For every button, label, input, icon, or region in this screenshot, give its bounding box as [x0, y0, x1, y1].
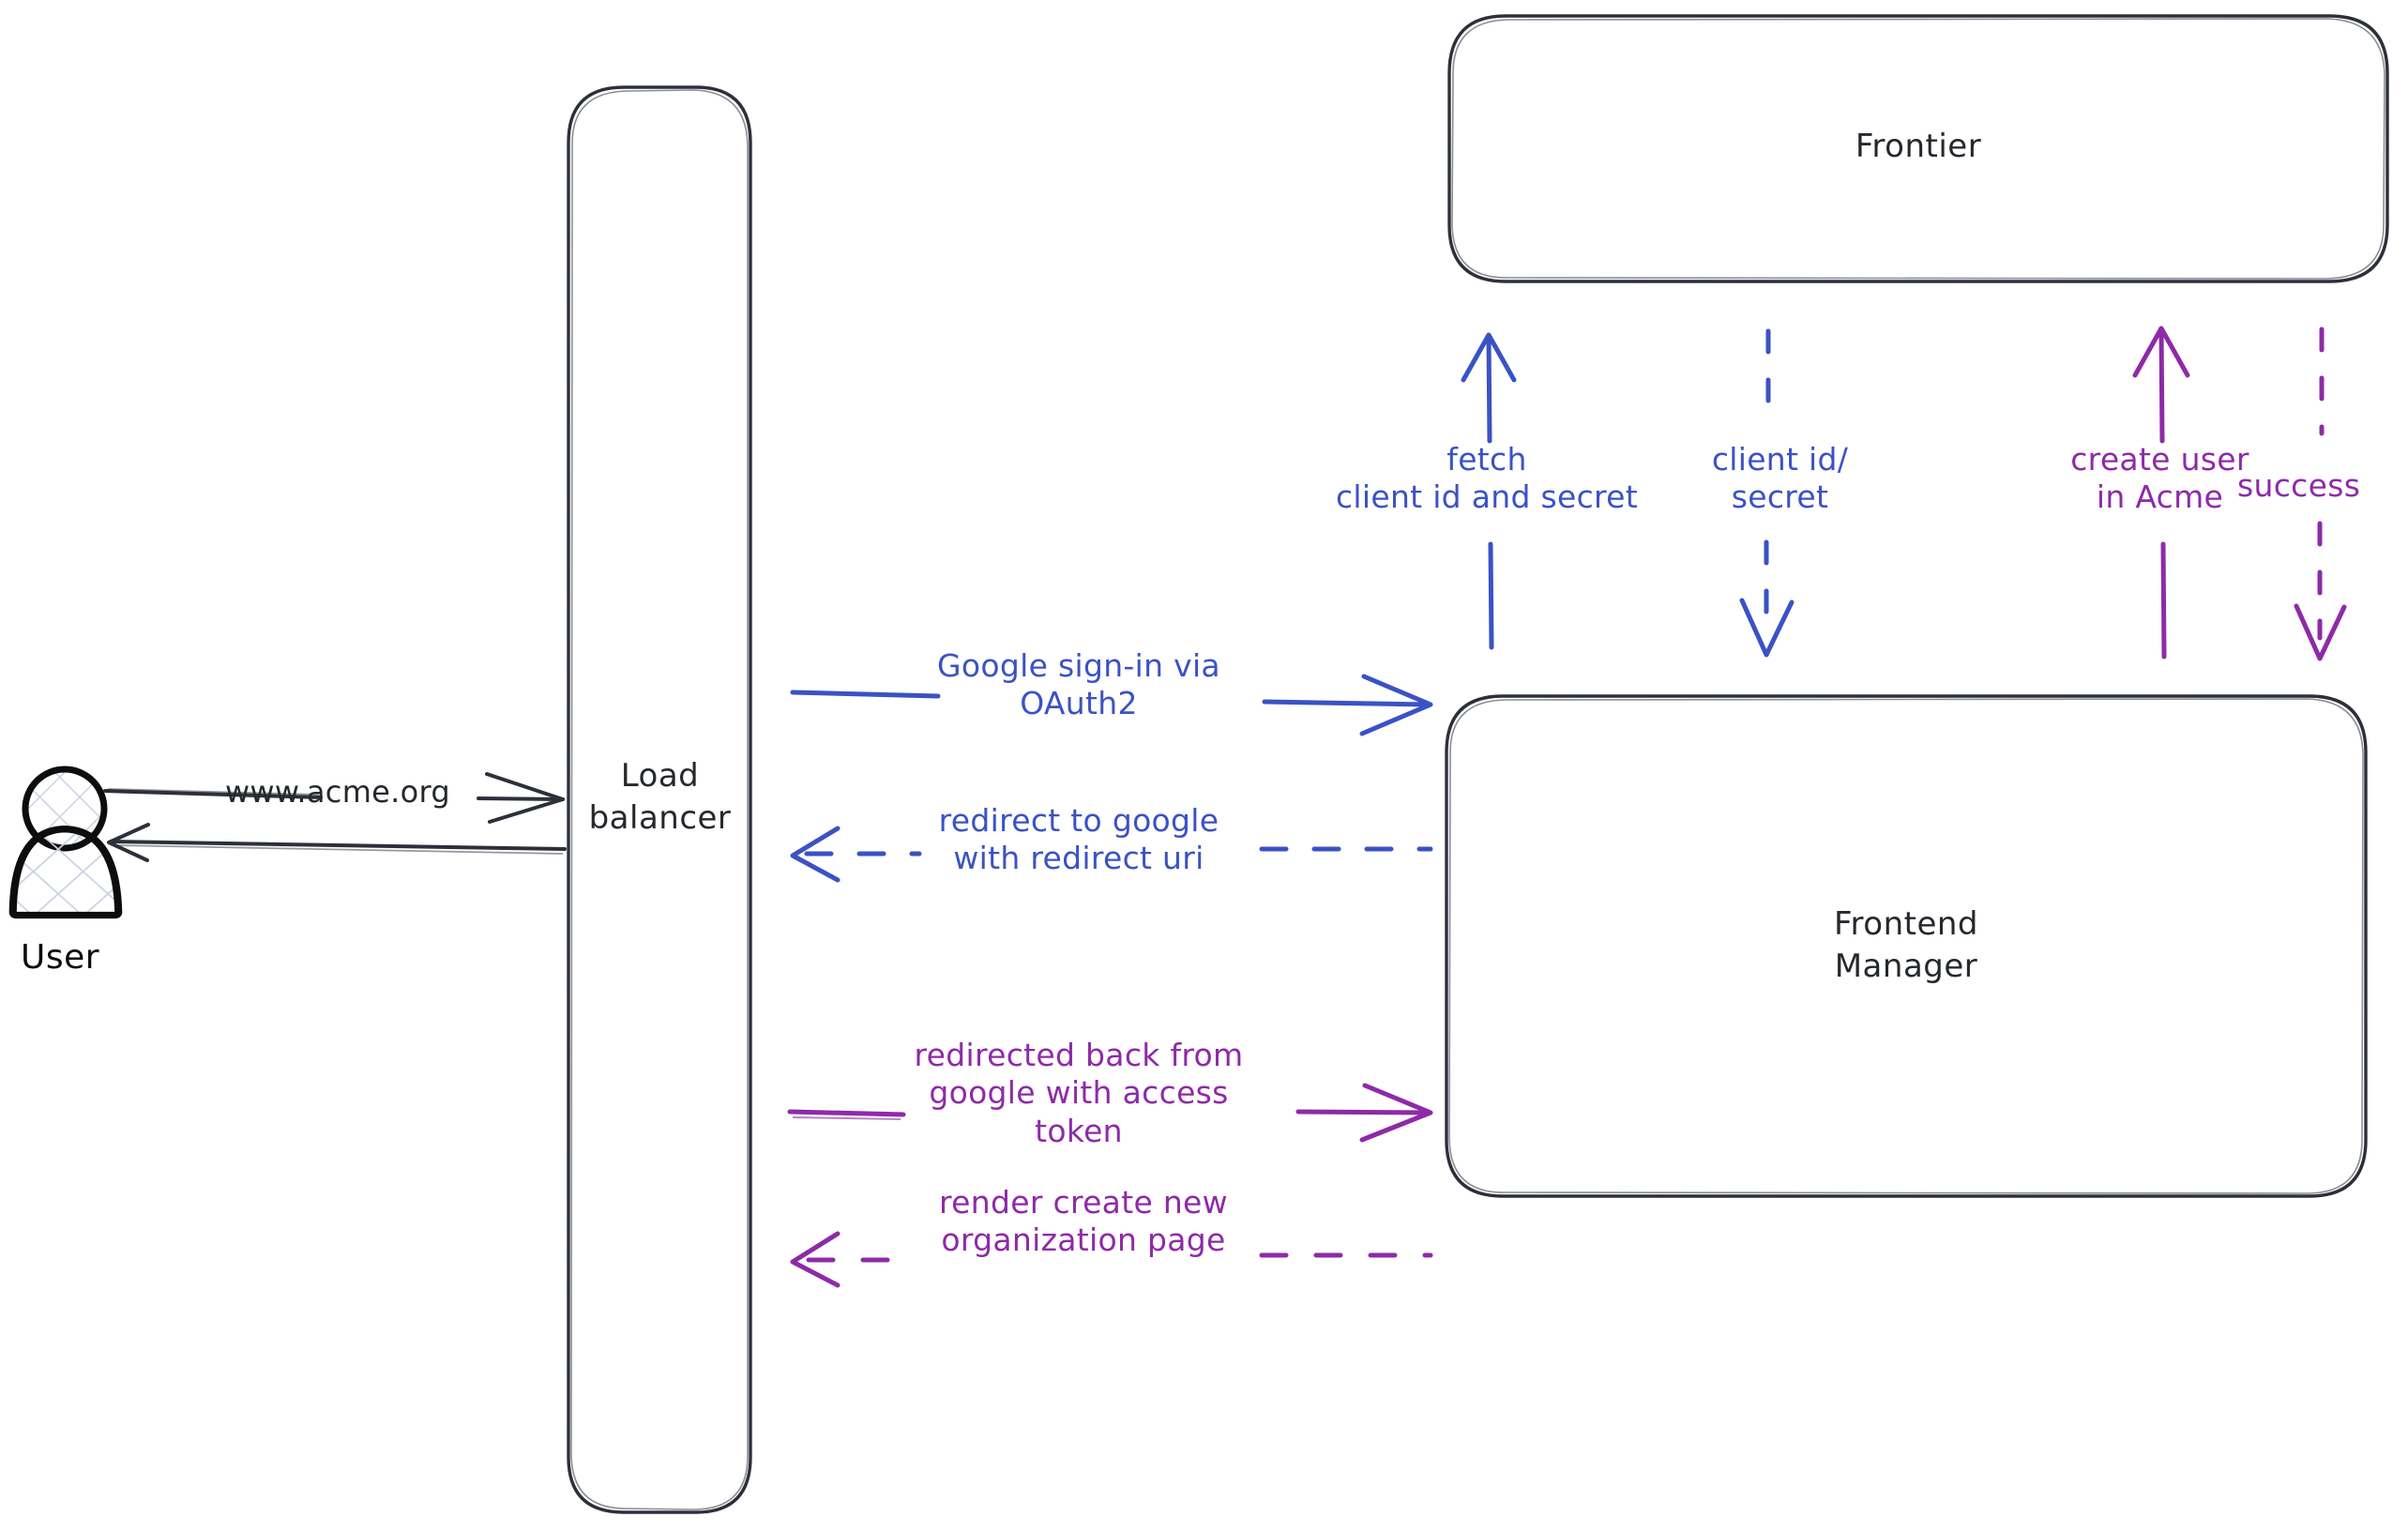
user-actor-label: User [21, 938, 100, 977]
edge-frontier-to-fm-creds [1739, 328, 1795, 658]
edge-fm-to-frontier-fetch [1461, 332, 1517, 650]
node-load-balancer[interactable] [567, 85, 752, 1514]
edge-lb-to-fm-signin [790, 674, 1433, 736]
edge-lb-to-fm-token [787, 1083, 1433, 1143]
node-frontend-manager[interactable] [1445, 694, 2368, 1198]
edge-user-to-lb [103, 772, 565, 824]
edge-lb-to-user [107, 823, 567, 862]
edge-fm-to-frontier-create [2132, 326, 2190, 660]
node-frontier[interactable] [1447, 14, 2389, 283]
user-actor-figure[interactable] [8, 766, 123, 919]
edge-fm-to-lb-redirect [790, 826, 1433, 883]
edge-fm-to-lb-render [790, 1231, 1433, 1288]
edge-frontier-to-fm-success [2294, 326, 2347, 661]
